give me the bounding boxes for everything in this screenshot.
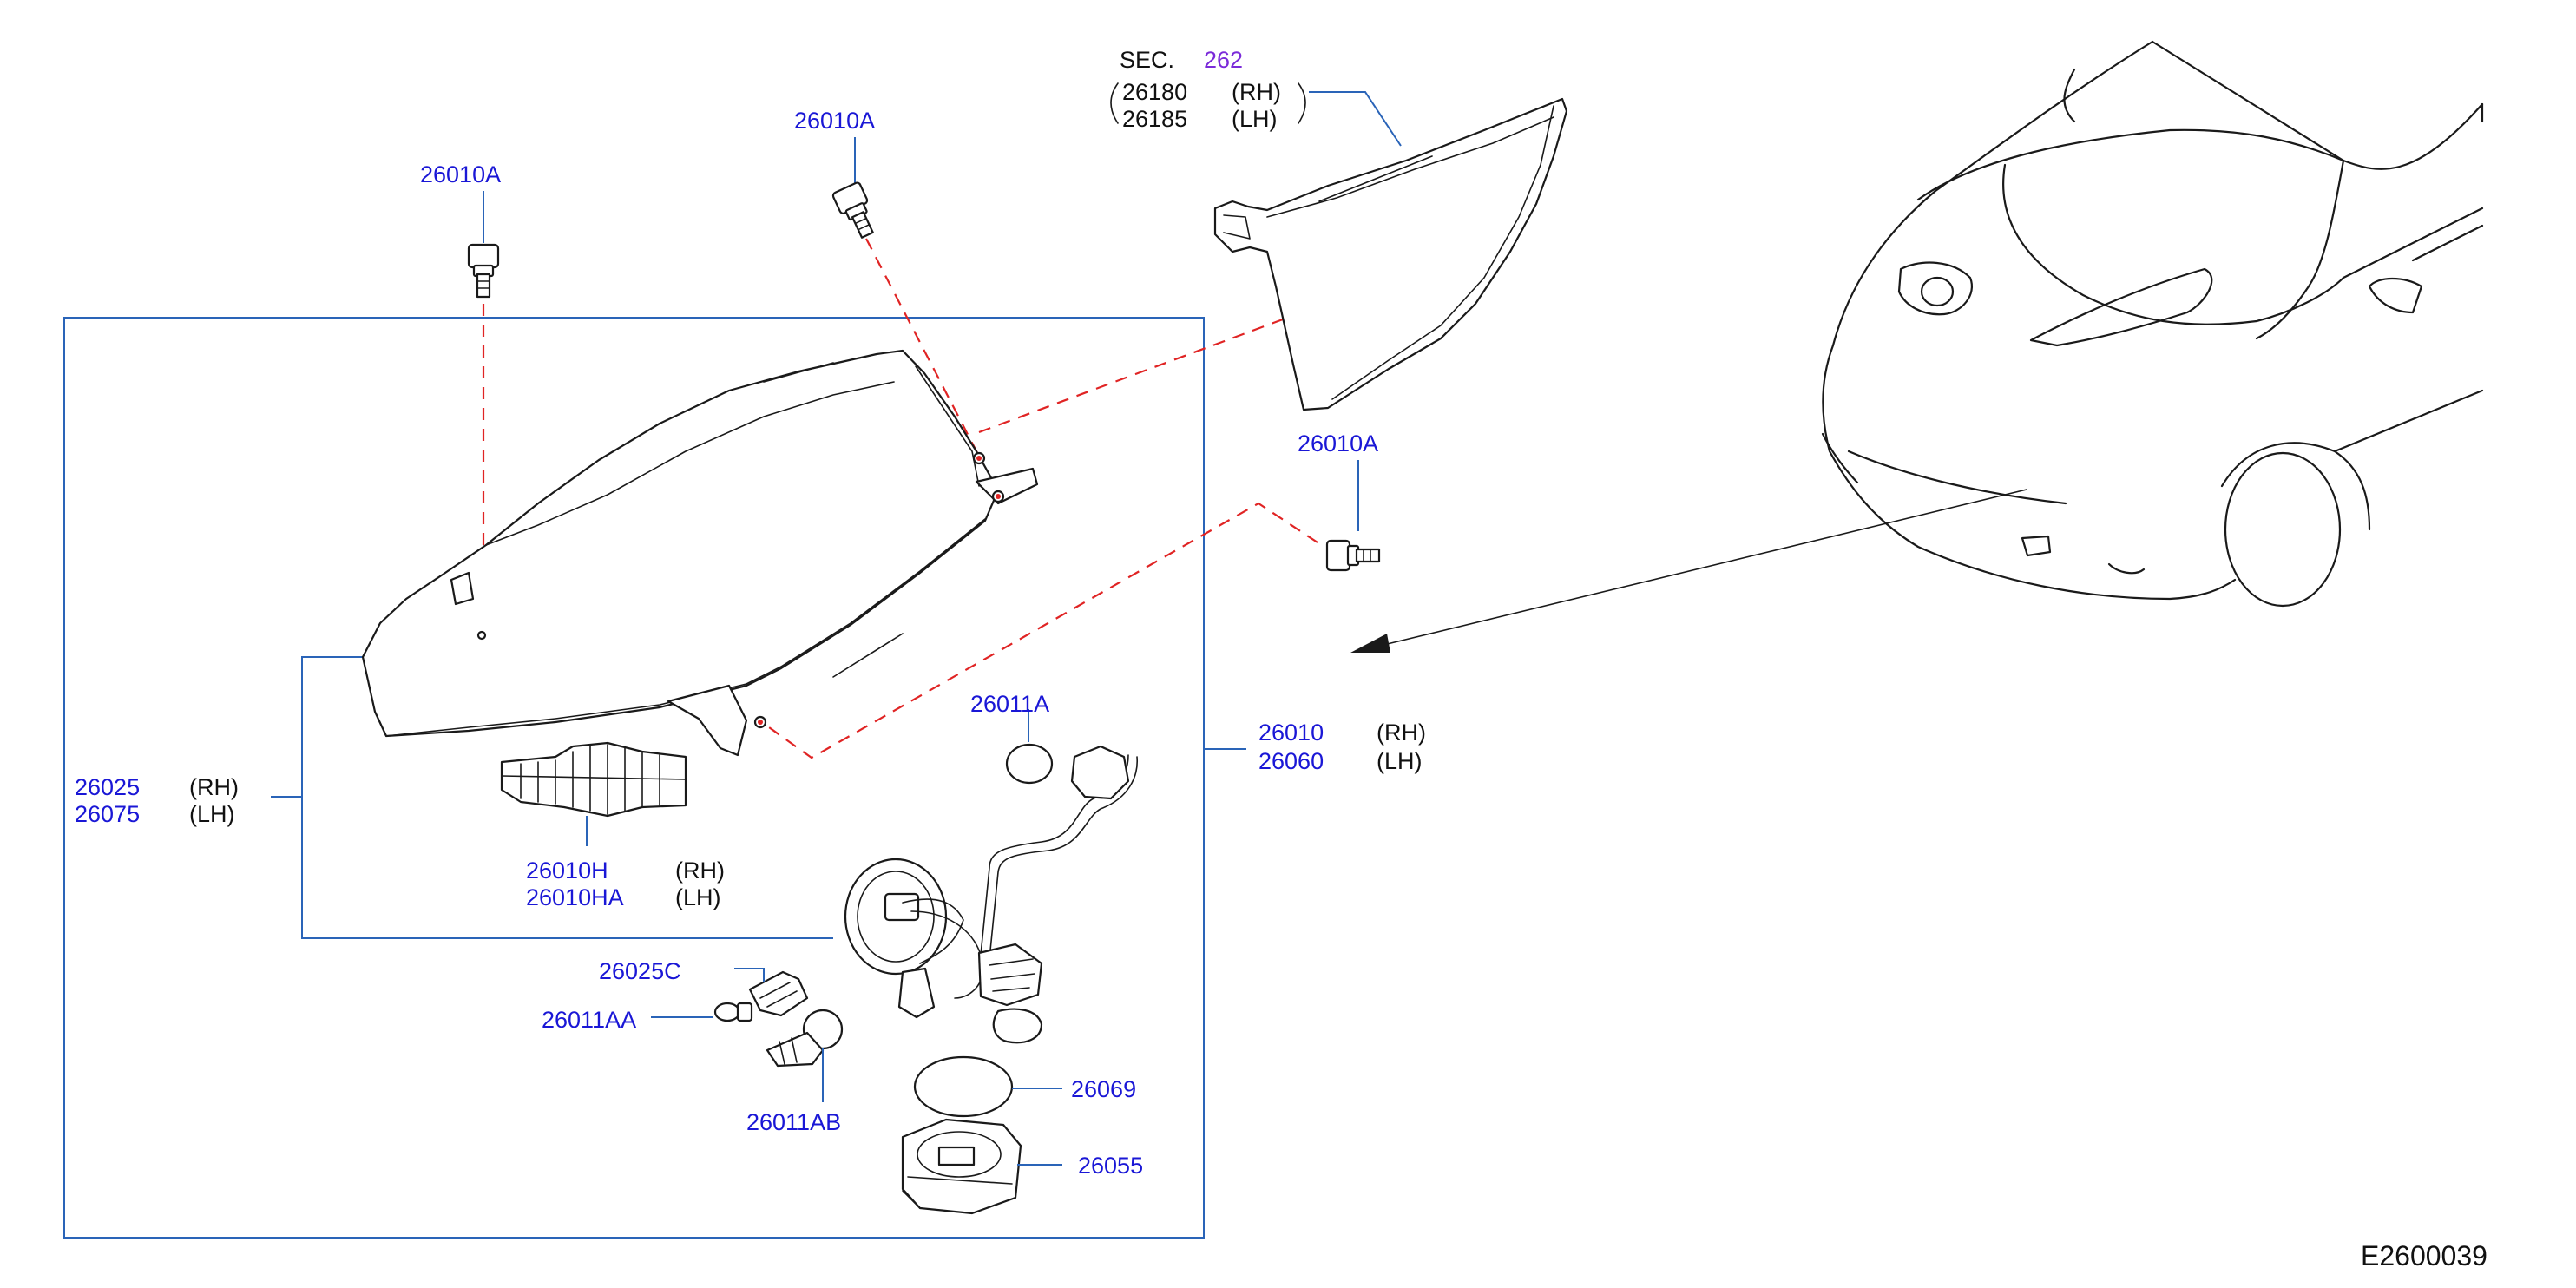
diagram-code: E2600039 [2361, 1240, 2487, 1272]
section-reference[interactable]: SEC. 262 26180 (RH) 26185 (LH) [1110, 47, 1402, 147]
label-26025-side: (RH) [189, 774, 239, 800]
label-26010ha-side: (LH) [675, 884, 721, 910]
label-26010a-right[interactable]: 26010A [1298, 430, 1378, 457]
label-26010h-side: (RH) [675, 858, 725, 884]
label-26060-code[interactable]: 26060 [1258, 748, 1324, 774]
sec-label: SEC. [1120, 47, 1174, 73]
locator-arrow-line [1379, 489, 2027, 647]
label-26011aa[interactable]: 26011AA [542, 1007, 636, 1033]
leader-26180 [1309, 91, 1402, 147]
label-26011ab[interactable]: 26011AB [746, 1109, 841, 1135]
sec-number-link[interactable]: 262 [1204, 47, 1243, 73]
headlamp-assembly-frame [63, 317, 1205, 1239]
label-26069[interactable]: 26069 [1071, 1076, 1136, 1102]
bulb-26025c[interactable] [734, 968, 809, 1017]
part-26185-side: (LH) [1232, 106, 1278, 132]
bulb-26011aa[interactable] [651, 1002, 753, 1022]
mount-line-cover [978, 318, 1284, 434]
screw-top-left[interactable] [467, 191, 500, 299]
part-26185-code[interactable]: 26185 [1122, 106, 1187, 132]
label-26055[interactable]: 26055 [1078, 1153, 1143, 1179]
label-26010-side: (RH) [1377, 720, 1426, 746]
headlamp-housing[interactable] [361, 349, 1039, 757]
bracket-26010h[interactable] [500, 741, 687, 846]
label-26010ha-code[interactable]: 26010HA [526, 884, 624, 910]
locator-arrow-head [1350, 634, 1390, 653]
vehicle-outline [1821, 40, 2484, 608]
label-26010a-top-left[interactable]: 26010A [420, 161, 501, 187]
part-26180-side: (RH) [1232, 79, 1281, 105]
headlamp-cover[interactable] [1213, 97, 1568, 411]
label-26075-code[interactable]: 26075 [75, 801, 140, 827]
label-26010-code[interactable]: 26010 [1258, 720, 1324, 746]
screw-right[interactable] [1325, 460, 1381, 572]
label-26010a-top-mid[interactable]: 26010A [794, 108, 875, 134]
label-26025-code[interactable]: 26025 [75, 774, 140, 800]
right-bracket [1298, 82, 1306, 124]
label-26075-side: (LH) [189, 801, 235, 827]
headlamp-socket-harness[interactable] [844, 709, 1138, 1044]
label-26010h-code[interactable]: 26010H [526, 858, 608, 884]
part-26180-code[interactable]: 26180 [1122, 79, 1187, 105]
ballast-26055[interactable] [901, 1118, 1062, 1215]
cap-26069[interactable] [913, 1055, 1062, 1118]
screw-top-mid[interactable] [831, 137, 881, 241]
label-26011a[interactable]: 26011A [970, 691, 1049, 717]
left-bracket [1110, 82, 1119, 124]
label-26025c[interactable]: 26025C [599, 958, 681, 984]
bulb-26011ab[interactable] [766, 1009, 844, 1102]
label-26060-side: (LH) [1377, 748, 1423, 774]
